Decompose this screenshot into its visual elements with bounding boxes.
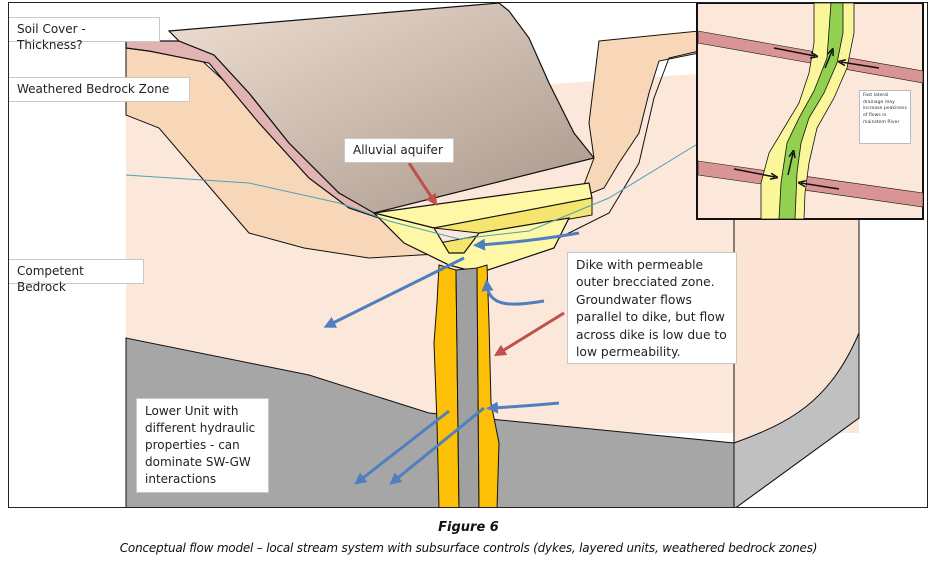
flow-arrow-along-dike-upper — [481, 279, 545, 306]
water-table-line — [125, 142, 700, 240]
inset-arrow-in-upper-right — [841, 62, 880, 69]
dike-core — [455, 267, 480, 507]
label-lower-unit: Lower Unit with different hydraulic prop… — [136, 398, 269, 493]
conceptual-diagram — [125, 3, 924, 507]
inset-arrow-in-lower-left — [733, 168, 775, 177]
pointer-arrow-alluvial — [407, 162, 438, 207]
inset-arrow-in-upper-left — [773, 47, 815, 56]
flow-arrow-into-channel — [473, 231, 580, 251]
flow-arrow-downleft-alluvium — [323, 256, 465, 328]
flow-arrow-lower-left-1 — [354, 409, 450, 485]
lower-unit-side-boundary — [733, 332, 860, 507]
alluvial-aquifer-body — [372, 211, 571, 274]
flow-arrow-to-dike-lower — [486, 401, 560, 414]
inset-arrow-up-lower — [787, 153, 793, 176]
inset-arrow-up-upper — [824, 51, 832, 69]
figure-title: Figure 6 — [438, 520, 499, 535]
hillside — [167, 3, 596, 214]
bedrock-boundary-right — [548, 50, 700, 244]
pointer-arrow-dike — [493, 311, 565, 357]
inset-note: Fast lateral drainage may increase peaki… — [859, 90, 911, 144]
dike-outer-right — [476, 264, 500, 507]
inset-river-core — [778, 3, 844, 220]
flow-arrow-lower-left-2 — [389, 406, 485, 485]
label-competent-bedrock: Competent Bedrock — [9, 259, 144, 294]
dike-outer-left — [433, 264, 460, 507]
inset-arrow-in-lower-right — [801, 183, 840, 190]
label-alluvial-aquifer: Alluvial aquifer — [344, 138, 454, 163]
label-weathered-bedrock: Weathered Bedrock Zone — [9, 77, 190, 102]
figure-frame: Soil Cover - Thickness? Weathered Bedroc… — [8, 2, 928, 508]
figure-caption: Conceptual flow model – local stream sys… — [119, 541, 818, 555]
label-soil-cover: Soil Cover - Thickness? — [9, 17, 160, 52]
label-dike-note: Dike with permeable outer brecciated zon… — [567, 252, 737, 364]
